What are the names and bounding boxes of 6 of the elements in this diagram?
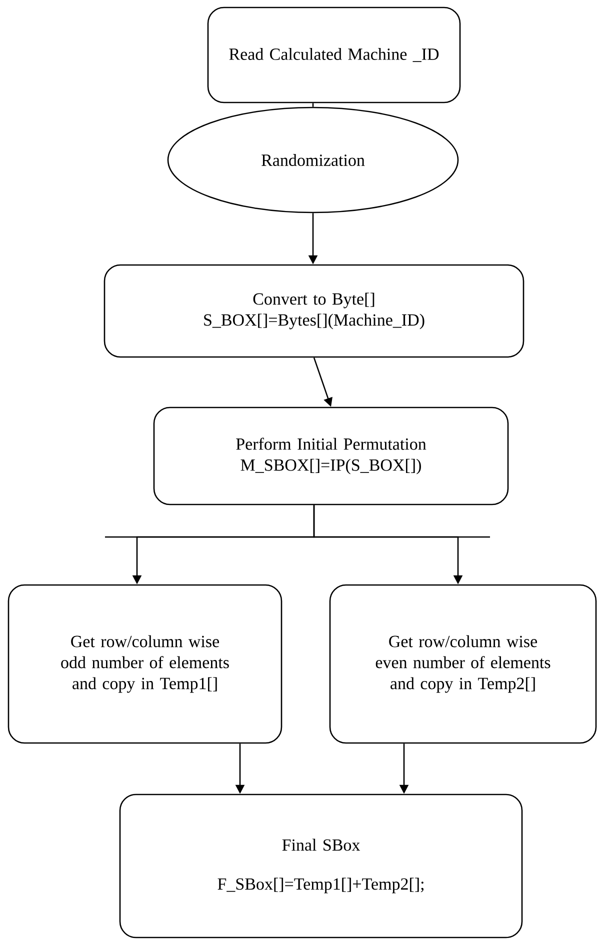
process-box: Final SBox F_SBox[]=Temp1[]+Temp2[]; [119, 794, 523, 938]
process-box: Perform Initial Permutation M_SBOX[]=IP(S_BOX[]) [153, 406, 509, 506]
process-box: Get row/column wise odd number of elements and copy in Temp1[] [8, 584, 282, 744]
process-box: Get row/column wise even number of elements and copy in Temp2[] [329, 584, 597, 744]
process-box: Read Calculated Machine _ID [207, 6, 461, 104]
process-box: Convert to Byte[] S_BOX[]=Bytes[](Machine_ID) [104, 264, 524, 358]
